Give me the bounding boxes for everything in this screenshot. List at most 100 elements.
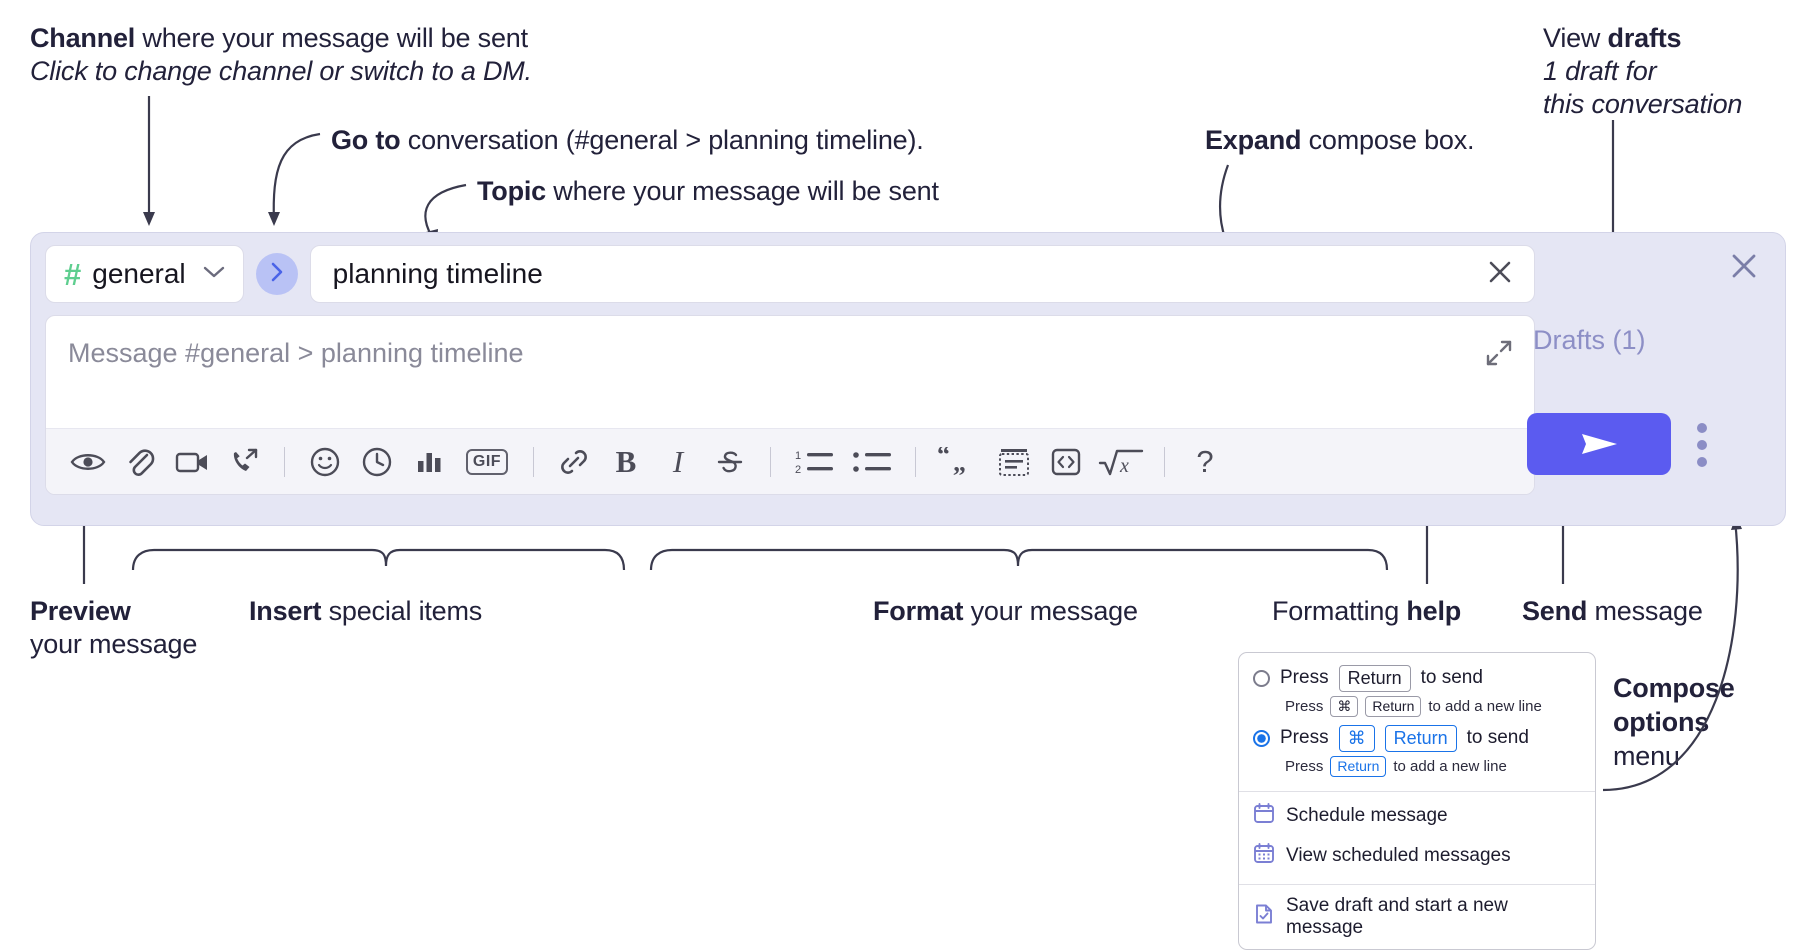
topic-input[interactable]: planning timeline [309,245,1535,303]
blockquote-icon[interactable]: “ „ [930,436,988,488]
kebab-dot-2 [1697,440,1707,450]
send-option-cmd-press: Press [1280,727,1329,749]
annotation-goto-bold: Go to [331,125,401,155]
key-cmd-sub-1: ⌘ [1330,695,1359,717]
send-option-cmd-suffix: to send [1466,727,1529,749]
annotation-channel-bold: Channel [30,23,136,53]
divider-1 [284,446,285,477]
goto-conversation-button[interactable] [255,253,298,295]
annotation-channel-rest: where your message will be sent [135,23,528,53]
send-option-return-sub: Press ⌘ Return to add a new line [1239,694,1595,724]
menu-divider-2 [1239,884,1595,885]
save-draft-icon [1253,903,1275,931]
bulleted-list-icon[interactable] [843,436,901,488]
message-placeholder: Message #general > planning timeline [68,338,524,368]
annotation-drafts-sub2: this conversation [1543,88,1743,119]
annotation-expand-bold: Expand [1205,125,1302,155]
code-block-icon[interactable] [988,436,1040,488]
gif-icon[interactable]: GIF [455,436,519,488]
math-icon[interactable]: x [1092,436,1150,488]
annotation-channel-sub: Click to change channel or switch to a D… [30,55,532,86]
sub-suffix-1: to add a new line [1428,697,1542,715]
strikethrough-icon[interactable] [704,436,756,488]
hash-icon: # [64,256,82,292]
annotation-format: Format your message [873,595,1313,628]
divider-5 [1164,446,1165,477]
key-return-sub-1: Return [1365,695,1422,717]
video-icon[interactable] [166,436,218,488]
annotation-preview: Preview your message [30,595,270,661]
annotation-format-rest: your message [963,596,1138,626]
calendar-icon [1253,802,1275,830]
annotation-compose-rest: menu [1613,740,1680,771]
annotation-insert-bold: Insert [249,596,322,626]
annotation-channel: Channel where your message will be sent … [30,22,650,88]
annotation-format-bold: Format [873,596,964,626]
ordered-list-icon[interactable]: 1 2 [785,436,843,488]
message-input-box[interactable]: Message #general > planning timeline [45,315,1535,495]
audio-call-icon[interactable] [218,436,270,488]
annotation-drafts: View drafts 1 draft for this conversatio… [1543,22,1803,121]
preview-icon[interactable] [62,436,114,488]
italic-icon[interactable]: I [652,436,704,488]
annotation-send-rest: message [1587,596,1703,626]
composer-header-row: # general planning timeline [45,245,1535,303]
menu-item-view-scheduled[interactable]: View scheduled messages [1239,836,1595,876]
annotation-compose-bold1: Compose [1613,673,1735,703]
radio-cmd-return[interactable] [1253,729,1270,747]
send-icon [1582,434,1617,454]
annotation-drafts-sub1: 1 draft for [1543,55,1657,86]
help-icon[interactable]: ? [1179,436,1231,488]
annotation-compose-options: Compose options menu [1613,672,1813,773]
annotation-insert-rest: special items [321,596,483,626]
key-return: Return [1338,665,1411,692]
menu-divider-1 [1239,791,1595,792]
divider-2 [533,446,534,477]
close-composer-button[interactable] [1727,249,1761,288]
key-cmd: ⌘ [1338,725,1375,752]
send-option-return[interactable]: Press Return to send [1239,663,1595,694]
bold-icon[interactable]: B [600,436,652,488]
annotation-drafts-bold: drafts [1607,23,1682,53]
annotation-send: Send message [1522,595,1792,628]
menu-item-schedule-message[interactable]: Schedule message [1239,796,1595,836]
divider-3 [770,446,771,477]
annotation-topic-bold: Topic [477,176,546,206]
attachment-icon[interactable] [114,436,166,488]
composer-side: Drafts (1) [1527,233,1767,525]
annotation-compose-bold2: options [1613,706,1710,737]
channel-selector-button[interactable]: # general [45,245,244,303]
clock-icon[interactable] [351,436,403,488]
poll-icon[interactable] [403,436,455,488]
link-icon[interactable] [548,436,600,488]
drafts-link[interactable]: Drafts (1) [1533,325,1646,355]
compose-options-menu: Press Return to send Press ⌘ Return to a… [1238,652,1596,950]
annotation-help: Formatting help [1272,595,1562,628]
send-option-cmd-return[interactable]: Press ⌘ Return to send [1239,723,1595,754]
key-return-sub-2: Return [1330,755,1387,777]
kebab-dot-3 [1697,457,1707,467]
code-icon[interactable] [1040,436,1092,488]
annotation-preview-rest: your message [30,628,198,659]
send-option-return-press: Press [1280,667,1329,689]
sub-press-1: Press [1285,697,1324,715]
annotation-help-rest: Formatting [1272,596,1407,626]
radio-return[interactable] [1253,669,1270,687]
svg-text:1: 1 [795,450,801,462]
emoji-icon[interactable] [299,436,351,488]
message-composer: # general planning timeline Message #gen… [30,232,1786,526]
chevron-down-icon [203,265,225,284]
calendar-grid-icon [1253,842,1275,870]
send-message-button[interactable] [1527,413,1671,475]
send-option-return-suffix: to send [1420,667,1483,689]
key-return-2: Return [1384,725,1457,752]
compose-options-button[interactable] [1697,423,1707,467]
annotation-expand: Expand compose box. [1205,124,1605,157]
clear-topic-icon[interactable] [1484,256,1516,293]
menu-item-save-draft[interactable]: Save draft and start a new message [1239,889,1595,945]
annotation-help-bold: help [1406,596,1462,626]
expand-compose-button[interactable] [1482,336,1516,375]
menu-item-save-draft-label: Save draft and start a new message [1286,895,1508,938]
gif-label: GIF [465,448,509,475]
formatting-toolbar: GIF B I 1 [46,428,1534,494]
